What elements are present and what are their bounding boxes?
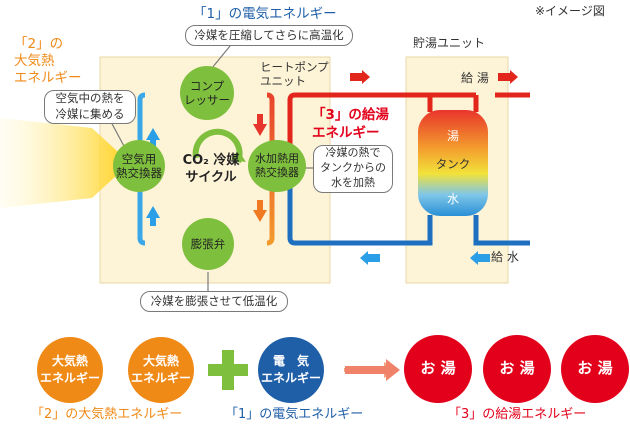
air-heat-arrow	[0, 118, 130, 208]
supply-hot-label: 給 湯	[461, 71, 489, 85]
compress-callout: 冷媒を圧縮してさらに高温化	[185, 25, 353, 46]
hot-water-ball-1: お 湯	[404, 335, 472, 403]
atmo-energy-ball-1: 大気熱 エネルギー	[37, 337, 103, 403]
heatpump-unit-label: ヒートポンプ ユニット	[260, 60, 329, 89]
water-exchanger-node: 水加熱用 熱交換器	[248, 140, 306, 192]
tank-label: タンク	[435, 157, 471, 171]
atmo-energy-label: 「2」の 大気熱 エネルギー	[14, 36, 82, 86]
supply-water-label: 給 水	[491, 250, 519, 264]
tank-heat-callout: 冷媒の熱で タンクからの 水を加熱	[313, 145, 393, 193]
equation-atmo-label: 「2」の大気熱エネルギー	[31, 407, 183, 422]
tank-body	[418, 110, 488, 216]
tank-hot-label: 湯	[446, 129, 459, 143]
plus-horizontal	[208, 364, 248, 376]
electric-energy-ball: 電 気 エネルギー	[258, 337, 324, 403]
air-exchanger-node: 空気用 熱交換器	[113, 140, 165, 192]
compressor-node: コンプ レッサー	[180, 66, 234, 120]
storage-unit-label: 貯湯ユニット	[413, 36, 486, 50]
expand-callout: 冷媒を膨張させて低温化	[140, 291, 288, 312]
hot-water-energy-label: 「3」の給湯 エネルギー	[312, 107, 389, 141]
cycle-title: CO₂ 冷媒	[182, 153, 240, 168]
electric-energy-label: 「1」の電気エネルギー	[193, 6, 337, 22]
hot-water-ball-2: お 湯	[483, 335, 551, 403]
tank-cold-label: 水	[446, 192, 459, 206]
atmo-energy-ball-2: 大気熱 エネルギー	[128, 337, 194, 403]
cycle-subtitle: サイクル	[185, 170, 237, 185]
air-heat-callout: 空気中の熱を 冷媒に集める	[44, 90, 136, 124]
equation-electric-label: 「1」の電気エネルギー	[225, 407, 364, 422]
equation-hot-label: 「3」の給湯エネルギー	[448, 407, 587, 422]
expansion-valve-node: 膨張弁	[182, 218, 234, 270]
image-note: ※イメージ図	[535, 4, 605, 18]
hot-water-ball-3: お 湯	[561, 335, 629, 403]
